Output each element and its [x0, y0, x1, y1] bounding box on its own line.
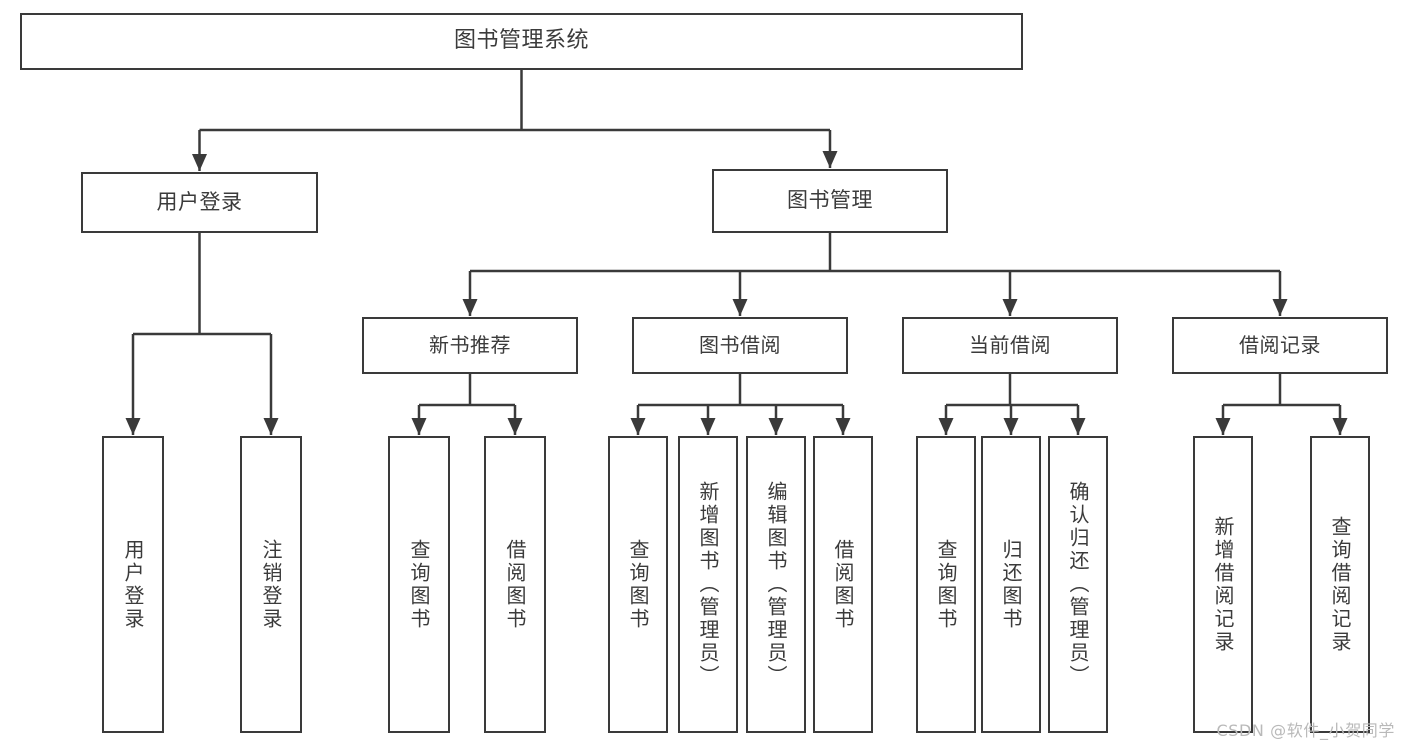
edge-arrowhead-l2_book_mgmt-1 [732, 299, 748, 316]
node-label: 归还图书 [999, 538, 1023, 631]
edge-arrowhead-l3_book_borrow-3 [835, 418, 851, 435]
node-label: 查询图书 [407, 538, 431, 631]
edge-arrowhead-l2_book_mgmt-2 [1002, 299, 1018, 316]
node-l3-new-book-rec: 新书推荐 [362, 317, 578, 374]
node-leaf-query-book-3: 查询图书 [916, 436, 976, 733]
node-leaf-borrow-book-1: 借阅图书 [484, 436, 546, 733]
node-leaf-add-record: 新增借阅记录 [1193, 436, 1253, 733]
node-label: 查询借阅记录 [1328, 515, 1352, 654]
node-label: 确认归还（管理员） [1066, 481, 1090, 688]
node-label: 借阅图书 [503, 538, 527, 631]
node-label: 查询图书 [934, 538, 958, 631]
node-label: 用户登录 [121, 538, 145, 631]
watermark-csdn: CSDN @软件_小贺同学 [1216, 721, 1395, 740]
node-l3-borrow-record: 借阅记录 [1172, 317, 1388, 374]
node-label: 借阅图书 [831, 538, 855, 631]
edge-arrowhead-l2_user_login-0 [125, 418, 141, 435]
node-leaf-query-book-2: 查询图书 [608, 436, 668, 733]
node-leaf-user-login: 用户登录 [102, 436, 164, 733]
node-l3-book-borrow: 图书借阅 [632, 317, 848, 374]
node-label: 新书推荐 [429, 333, 511, 358]
node-leaf-edit-book: 编辑图书（管理员） [746, 436, 806, 733]
edge-arrowhead-l3_book_borrow-1 [700, 418, 716, 435]
edge-arrowhead-l3_book_borrow-2 [768, 418, 784, 435]
node-label: 用户登录 [156, 189, 243, 214]
edge-arrowhead-l3_current_borrow-0 [938, 418, 954, 435]
node-leaf-query-record: 查询借阅记录 [1310, 436, 1370, 733]
node-leaf-add-book: 新增图书（管理员） [678, 436, 738, 733]
edge-arrowhead-l3_current_borrow-1 [1003, 418, 1019, 435]
edge-arrowhead-l3_current_borrow-2 [1070, 418, 1086, 435]
node-l2-user-login: 用户登录 [81, 172, 318, 233]
edge-arrowhead-l2_user_login-1 [263, 418, 279, 435]
edge-arrowhead-l2_book_mgmt-0 [462, 299, 478, 316]
node-leaf-query-book-1: 查询图书 [388, 436, 450, 733]
edge-arrowhead-root-0 [192, 154, 207, 171]
edge-arrowhead-l3_new_book_rec-0 [411, 418, 427, 435]
node-label: 编辑图书（管理员） [764, 481, 788, 688]
node-label: 当前借阅 [969, 333, 1051, 358]
node-label: 新增图书（管理员） [696, 481, 720, 688]
node-root: 图书管理系统 [20, 13, 1023, 70]
node-leaf-return-book: 归还图书 [981, 436, 1041, 733]
node-l3-current-borrow: 当前借阅 [902, 317, 1118, 374]
node-label: 图书管理系统 [453, 28, 589, 54]
node-l2-book-mgmt: 图书管理 [712, 169, 948, 233]
node-label: 图书借阅 [699, 333, 781, 358]
edge-arrowhead-l3_book_borrow-0 [630, 418, 646, 435]
node-label: 查询图书 [626, 538, 650, 631]
edge-arrowhead-l2_book_mgmt-3 [1272, 299, 1288, 316]
node-label: 图书管理 [787, 188, 873, 213]
edge-arrowhead-root-1 [822, 151, 838, 168]
node-label: 注销登录 [259, 538, 283, 631]
node-label: 新增借阅记录 [1211, 515, 1235, 654]
node-leaf-logout: 注销登录 [240, 436, 302, 733]
node-leaf-borrow-book-2: 借阅图书 [813, 436, 873, 733]
edge-arrowhead-l3_borrow_record-1 [1332, 418, 1348, 435]
edge-arrowhead-l3_borrow_record-0 [1215, 418, 1231, 435]
edge-arrowhead-l3_new_book_rec-1 [507, 418, 523, 435]
node-label: 借阅记录 [1239, 333, 1321, 358]
node-leaf-confirm-return: 确认归还（管理员） [1048, 436, 1108, 733]
